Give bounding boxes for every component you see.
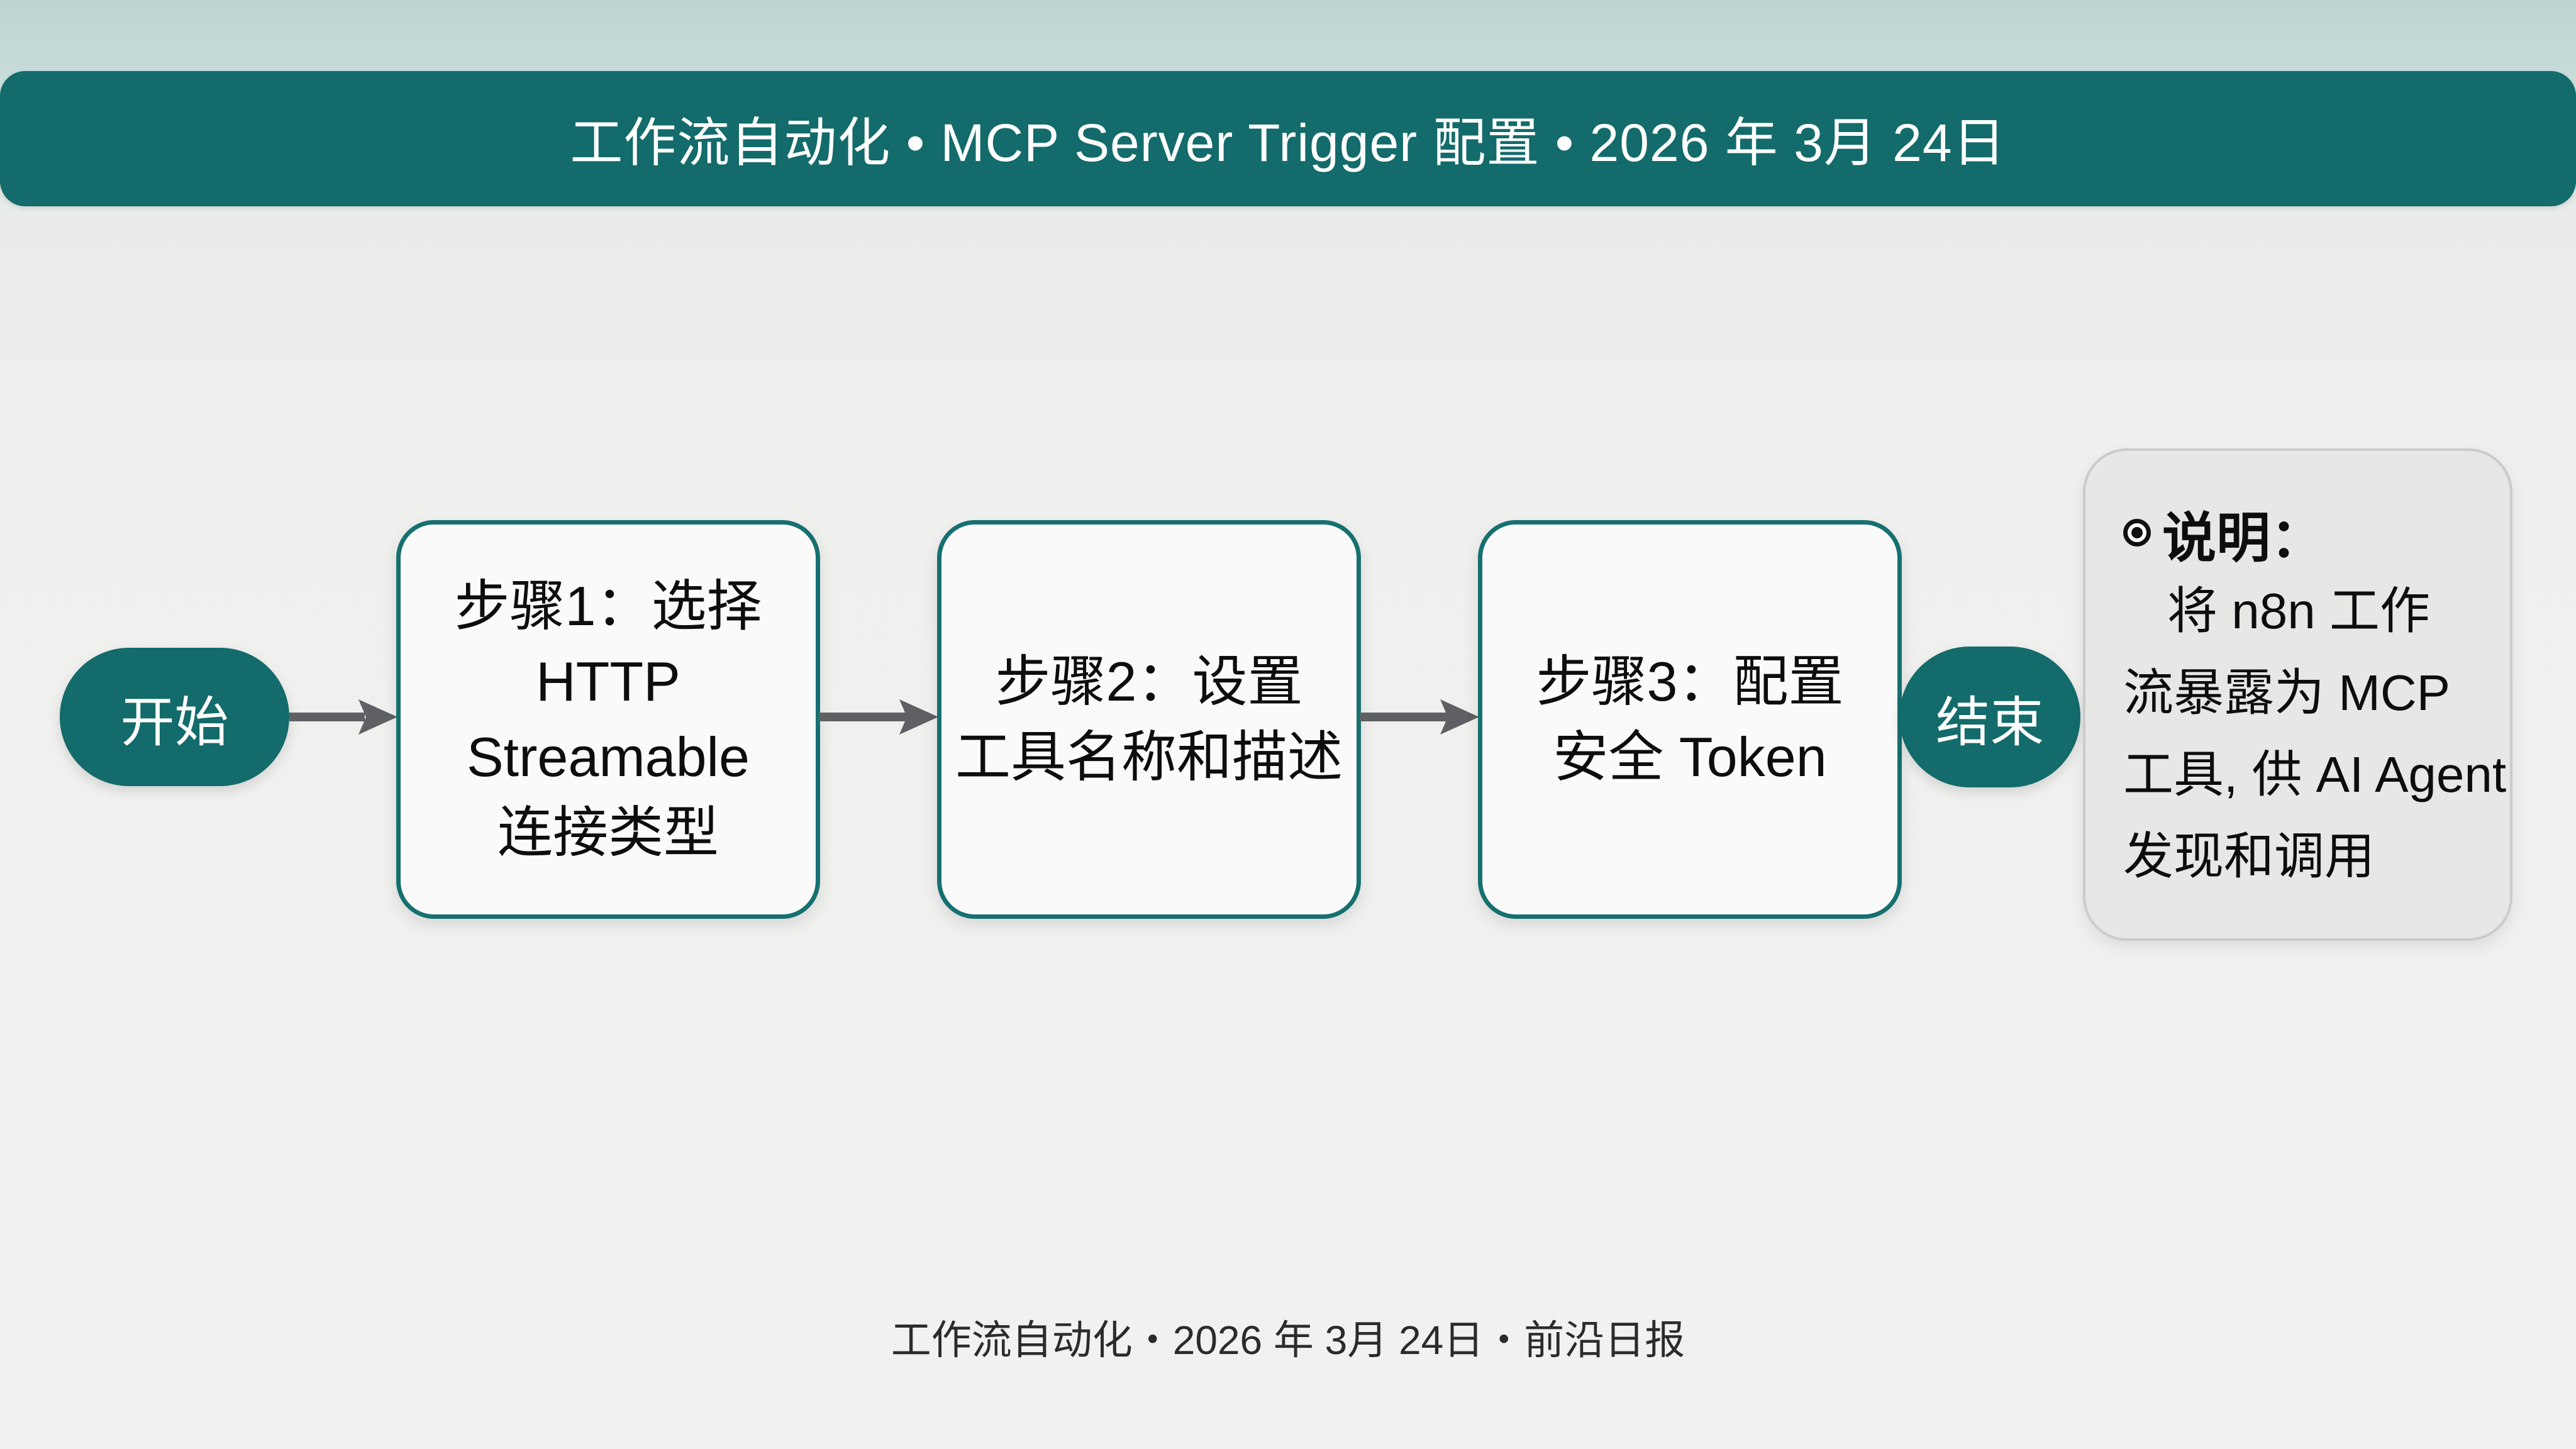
- radio-dot-icon: [2123, 519, 2151, 547]
- note-line-2: 流暴露为 MCP: [2123, 665, 2450, 721]
- step-1-line-2: HTTP: [536, 650, 680, 713]
- arrow-step2-to-step3: [1360, 698, 1479, 736]
- step-3-line-2: 安全 Token: [1553, 726, 1827, 788]
- note-line-3: 工具, 供 AI Agent: [2123, 747, 2507, 802]
- step-2-line-2: 工具名称和描述: [955, 726, 1343, 788]
- step-1-line-1: 步骤1：选择: [454, 575, 762, 637]
- end-label: 结束: [1936, 692, 2044, 753]
- step-1-line-3: Streamable: [466, 726, 750, 788]
- start-label: 开始: [120, 692, 229, 753]
- step-2-line-1: 步骤2：设置: [995, 650, 1303, 713]
- arrow-step1-to-step2: [819, 698, 938, 736]
- end-node: 结束: [1899, 647, 2080, 787]
- note-line-1: 将 n8n 工作: [2167, 583, 2430, 639]
- note-title: 说明：: [2162, 508, 2324, 569]
- page-title: 工作流自动化 • MCP Server Trigger 配置 • 2026 年 …: [570, 113, 2006, 172]
- header-banner: 工作流自动化 • MCP Server Trigger 配置 • 2026 年 …: [0, 71, 2576, 206]
- step-1-box: 步骤1：选择 HTTP Streamable 连接类型: [396, 520, 820, 919]
- arrow-start-to-step1: [289, 698, 397, 736]
- step-3-box: 步骤3：配置 安全 Token: [1478, 520, 1902, 919]
- arrow-right-icon: [819, 699, 938, 735]
- note-box: 说明： 将 n8n 工作 流暴露为 MCP 工具, 供 AI Agent 发现和…: [2083, 448, 2512, 941]
- step-3-line-1: 步骤3：配置: [1536, 650, 1844, 713]
- arrow-right-icon: [289, 699, 397, 735]
- step-2-box: 步骤2：设置 工具名称和描述: [937, 520, 1361, 919]
- footer-caption: 工作流自动化・2026 年 3月 24日・前沿日报: [891, 1318, 1685, 1363]
- note-heading: 说明：: [2123, 495, 2491, 570]
- start-node: 开始: [60, 648, 289, 786]
- note-line-4: 发现和调用: [2123, 828, 2375, 884]
- arrow-right-icon: [1360, 699, 1479, 735]
- step-1-line-4: 连接类型: [497, 801, 719, 863]
